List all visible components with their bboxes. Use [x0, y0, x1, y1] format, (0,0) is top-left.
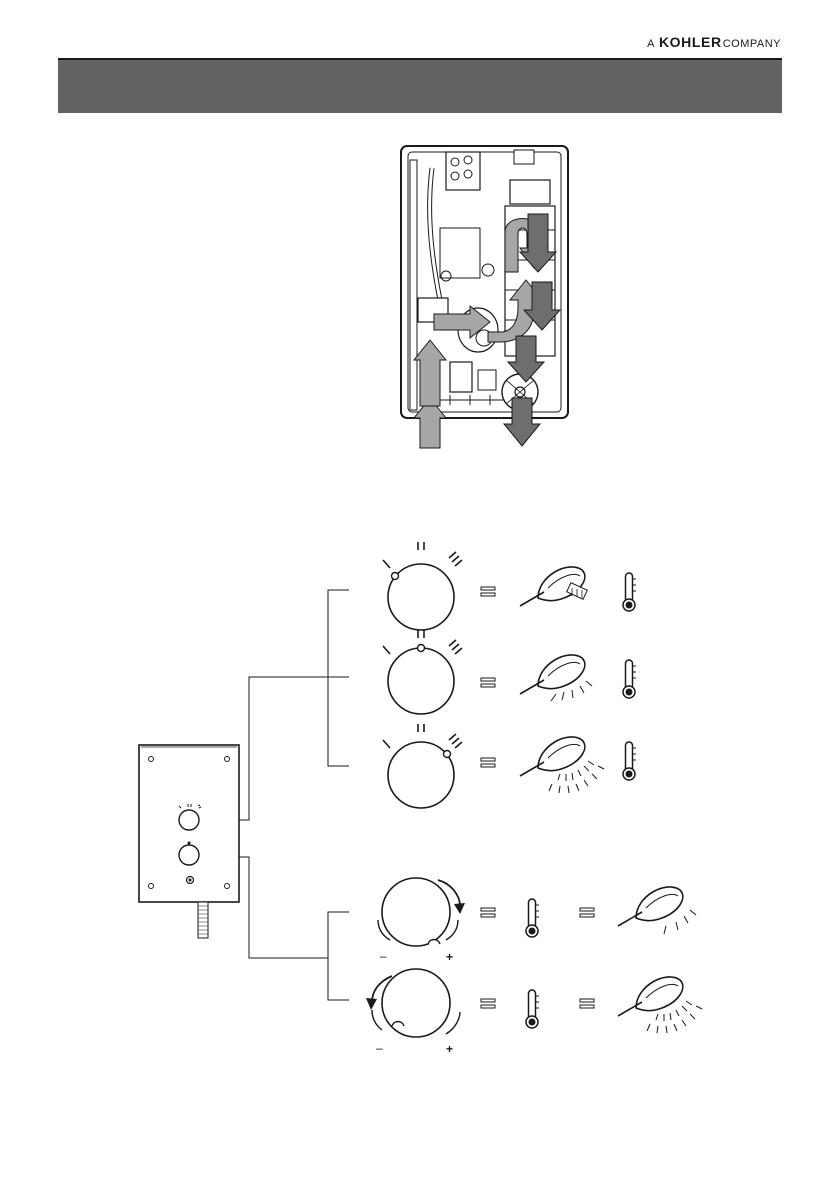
shower-head-icon [618, 977, 702, 1033]
shower-head-icon [520, 655, 592, 701]
shower-head-icon [618, 887, 696, 934]
equals-sign [580, 999, 594, 1008]
thermometer-icon [526, 899, 539, 937]
equals-sign [481, 587, 495, 596]
equals-sign [481, 678, 495, 687]
control-dial-icon [383, 630, 462, 714]
shower-head-icon [520, 567, 587, 606]
equals-sign [481, 908, 495, 917]
control-dial-icon [383, 542, 462, 630]
thermometer-icon [623, 660, 636, 698]
thermometer-icon [623, 573, 636, 611]
shower-unit-icon [139, 745, 239, 938]
equals-sign [481, 999, 495, 1008]
temp-plus-label: + [446, 1042, 453, 1056]
temp-minus-label: – [376, 1041, 383, 1055]
temp-minus-label: – [380, 949, 387, 963]
thermometer-icon [526, 990, 539, 1028]
temp-plus-label: + [446, 950, 453, 964]
thermometer-icon [623, 742, 636, 780]
equals-sign [481, 758, 495, 767]
shower-head-icon [520, 737, 604, 793]
control-dial-icon [383, 724, 462, 808]
equals-sign [580, 908, 594, 917]
control-dial-icon [378, 878, 458, 946]
